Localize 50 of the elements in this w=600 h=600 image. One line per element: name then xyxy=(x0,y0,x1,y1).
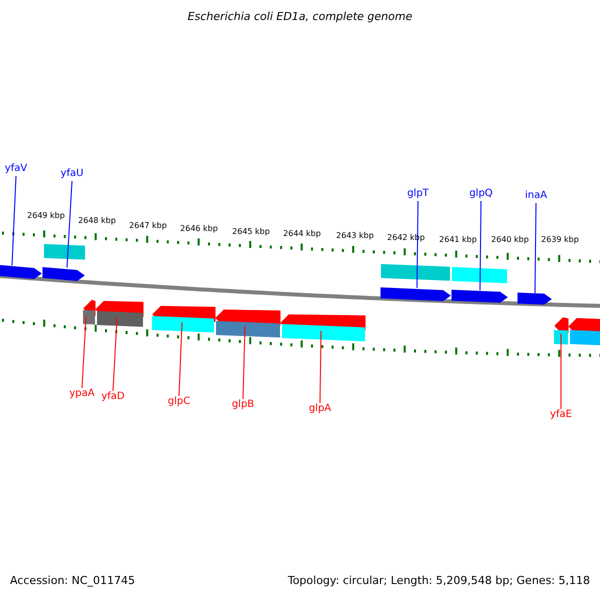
gene-feature xyxy=(380,287,451,302)
gene-label: yfaE xyxy=(550,410,572,420)
leader-line xyxy=(320,330,322,404)
scale-label: 2646 kbp xyxy=(180,225,218,233)
genome-summary-text: Topology: circular; Length: 5,209,548 bp; Genes: 5,118 xyxy=(288,575,590,586)
feature-bar xyxy=(152,316,214,332)
gene-label: yfaV xyxy=(4,164,28,174)
gene-label: yfaU xyxy=(60,169,84,179)
leader-line xyxy=(480,200,482,291)
feature-bar xyxy=(44,244,85,260)
gene-feature xyxy=(518,292,552,305)
feature-bar xyxy=(97,311,143,327)
gene-label: glpQ xyxy=(469,189,493,199)
scale-label: 2645 kbp xyxy=(232,228,270,236)
leader-line xyxy=(112,316,118,392)
leader-line xyxy=(242,326,246,400)
scale-label: 2640 kbp xyxy=(491,236,529,244)
feature-bar xyxy=(83,310,95,324)
leader-line xyxy=(560,333,562,410)
leader-line xyxy=(12,176,16,266)
gene-feature xyxy=(42,267,85,281)
gene-label: glpC xyxy=(168,397,190,407)
scale-label: 2649 kbp xyxy=(27,212,65,220)
scale-label: 2644 kbp xyxy=(283,230,321,238)
gene-label: ypaA xyxy=(69,389,95,399)
feature-bar xyxy=(282,324,365,342)
scale-label: 2643 kbp xyxy=(336,232,374,240)
leader-line xyxy=(66,180,72,268)
leader-line xyxy=(82,316,86,388)
feature-bar xyxy=(554,330,568,345)
gene-label: glpB xyxy=(232,400,254,410)
leader-line xyxy=(178,322,182,396)
gene-label: inaA xyxy=(524,191,548,201)
scale-label: 2639 kbp xyxy=(541,236,579,244)
gene-label: glpT xyxy=(407,189,429,199)
leader-line xyxy=(534,202,536,294)
gene-label: glpA xyxy=(308,404,332,414)
accession-text: Accession: NC_011745 xyxy=(10,575,136,586)
gene-feature xyxy=(0,264,42,280)
scale-label: 2648 kbp xyxy=(78,217,116,225)
feature-bar xyxy=(381,264,450,281)
scale-label: 2647 kbp xyxy=(129,222,167,230)
feature-bar xyxy=(216,321,280,338)
scale-label: 2641 kbp xyxy=(439,236,477,244)
gene-label: yfaD xyxy=(101,392,125,402)
leader-line xyxy=(416,200,418,288)
feature-bar xyxy=(452,267,507,284)
feature-bar xyxy=(570,330,600,346)
diagram-title: Escherichia coli ED1a, complete genome xyxy=(188,11,412,22)
gene-feature xyxy=(452,290,508,303)
